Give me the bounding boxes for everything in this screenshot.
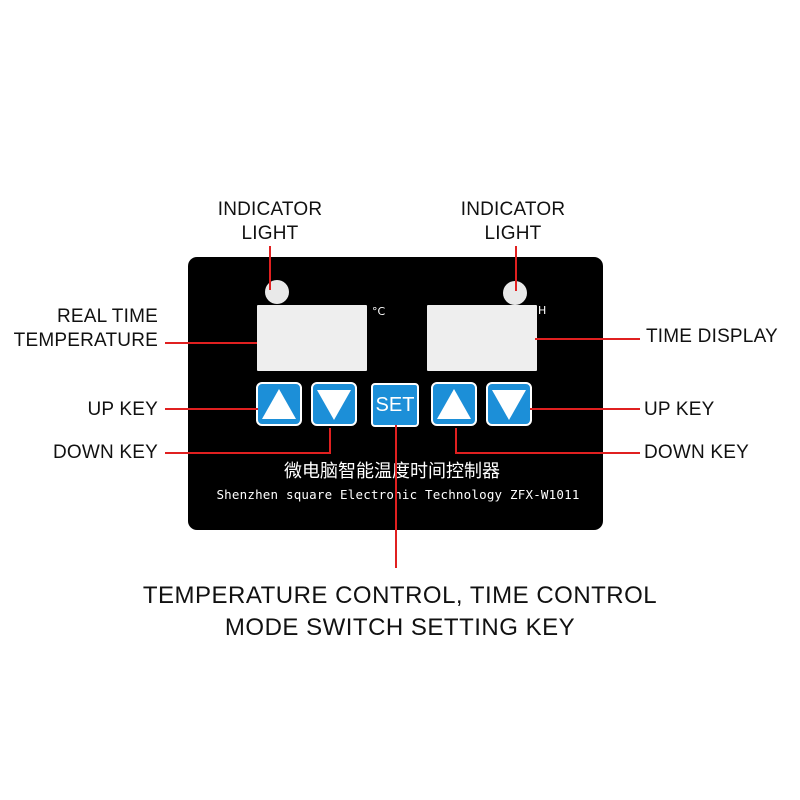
controller-panel: °C H SET 微电脑智能温度时间控制器 Shenzhen square El… <box>188 257 603 530</box>
indicator-light-left-label: INDICATOR LIGHT <box>195 198 345 246</box>
up-key-right-label: UP KEY <box>644 399 715 420</box>
english-subtitle: Shenzhen square Electronic Technology ZF… <box>216 487 580 502</box>
chinese-title: 微电脑智能温度时间控制器 <box>284 461 500 482</box>
rtt-label-line1: REAL TIME <box>56 306 158 327</box>
indicator-light-right <box>503 281 527 305</box>
indicator-light-left <box>265 280 289 304</box>
set-key-description: TEMPERATURE CONTROL, TIME CONTROL MODE S… <box>100 580 700 644</box>
up-key-left[interactable] <box>256 382 302 426</box>
triangle-up-icon <box>262 389 296 419</box>
up-key-left-label: UP KEY <box>87 399 158 420</box>
hour-unit: H <box>538 304 547 317</box>
time-display <box>427 305 537 371</box>
time-display-label: TIME DISPLAY <box>646 326 778 347</box>
up-key-right[interactable] <box>431 382 477 426</box>
down-key-right-label: DOWN KEY <box>644 442 750 463</box>
indicator-label-line2: LIGHT <box>241 223 299 244</box>
set-key-desc-line1: TEMPERATURE CONTROL, TIME CONTROL <box>142 582 658 609</box>
indicator-light-right-label: INDICATOR LIGHT <box>438 198 588 246</box>
down-key-right[interactable] <box>486 382 532 426</box>
indicator-label-line2: LIGHT <box>484 223 542 244</box>
triangle-up-icon <box>437 389 471 419</box>
indicator-label-line1: INDICATOR <box>217 199 323 220</box>
set-key-desc-line2: MODE SWITCH SETTING KEY <box>224 614 576 641</box>
real-time-temperature-label: REAL TIME TEMPERATURE <box>0 305 158 353</box>
temperature-display <box>257 305 367 371</box>
rtt-label-line2: TEMPERATURE <box>13 330 158 351</box>
triangle-down-icon <box>492 390 526 420</box>
set-key[interactable]: SET <box>371 383 419 427</box>
celsius-unit: °C <box>372 305 386 318</box>
down-key-left[interactable] <box>311 382 357 426</box>
indicator-label-line1: INDICATOR <box>460 199 566 220</box>
down-key-left-label: DOWN KEY <box>52 442 158 463</box>
triangle-down-icon <box>317 390 351 420</box>
